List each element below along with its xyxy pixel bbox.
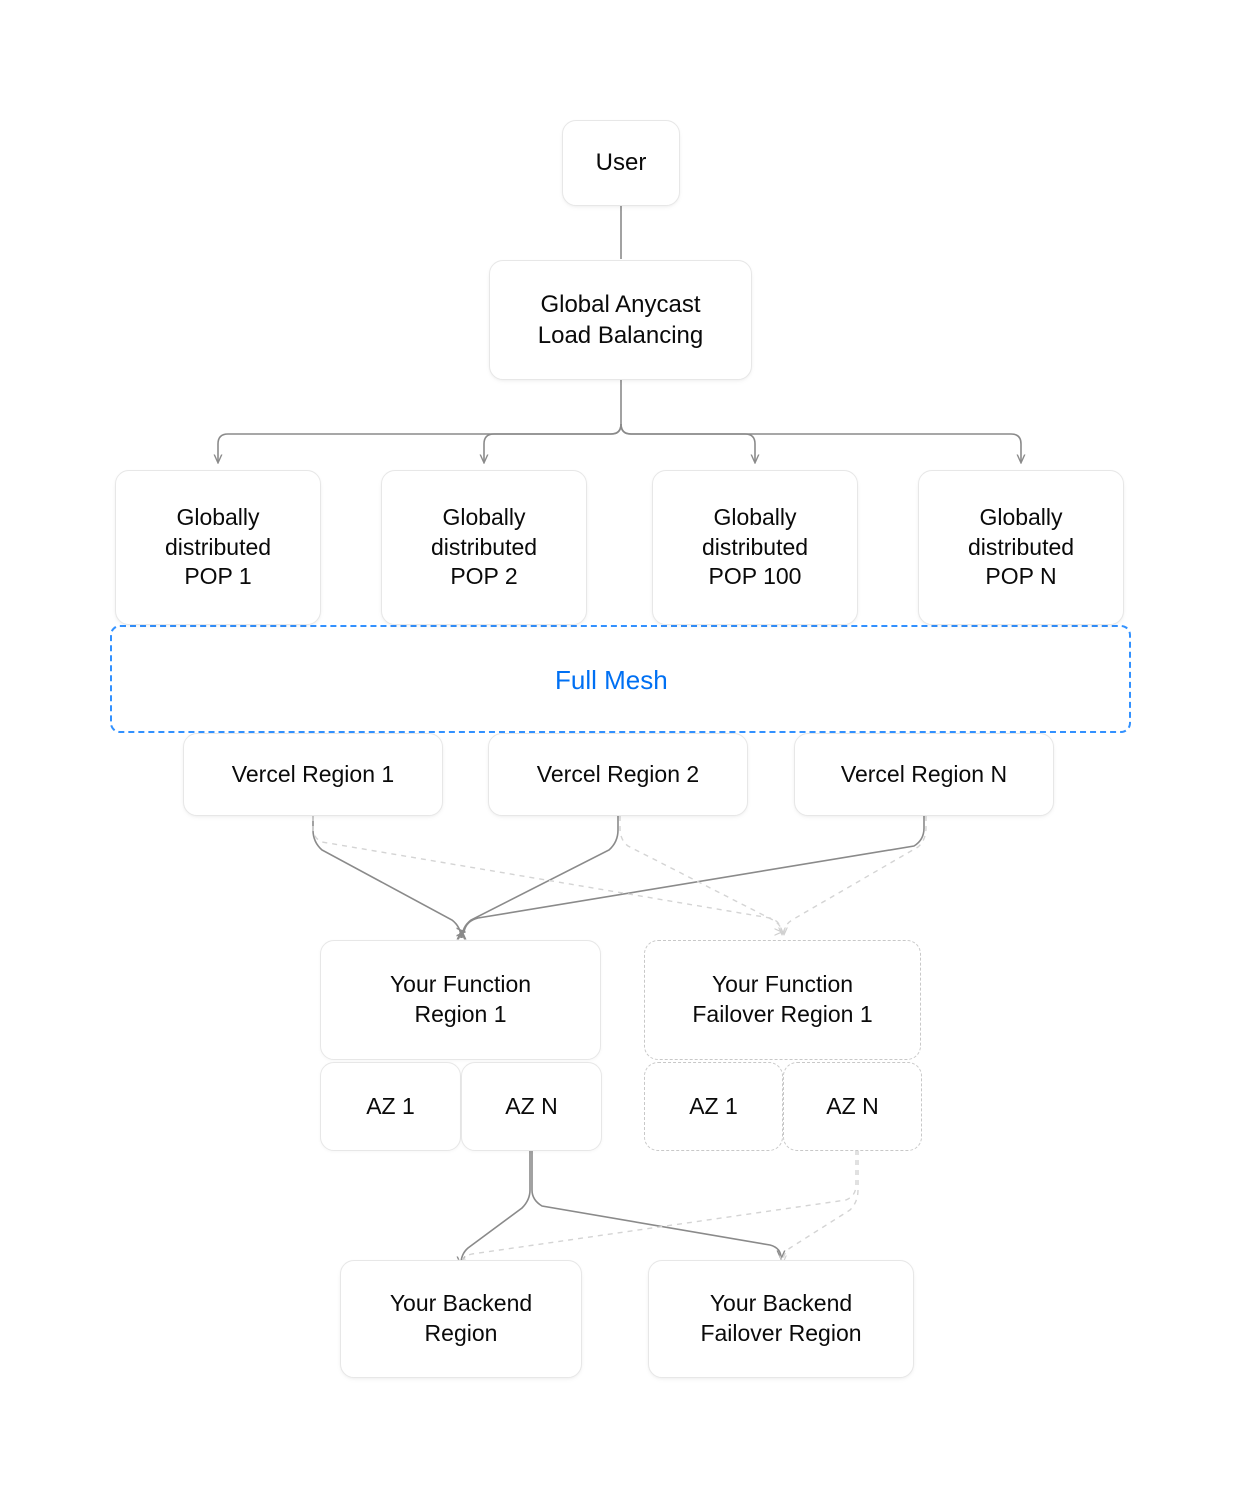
node-vercel-region-1-label: Vercel Region 1 [231,760,395,787]
node-your-function-failover-region-1[interactable]: Your Function Failover Region 1 [644,940,921,1060]
node-your-backend-region[interactable]: Your Backend Region [340,1260,582,1378]
edge-vr1-to-fn-failover [312,816,781,932]
node-pop-2-line3: POP 2 [450,563,518,590]
node-user-label: User [595,149,647,177]
node-pop-2-line1: Globally [442,503,526,530]
edge-azn-to-backend-failover [531,1150,781,1258]
node-function-failover-region-1-az-n-label: AZ N [826,1092,879,1119]
node-user[interactable]: User [562,120,680,206]
node-function-failover-region-1-line1: Your Function [711,971,854,998]
node-pop-1[interactable]: Globally distributed POP 1 [115,470,321,625]
node-vercel-region-1[interactable]: Vercel Region 1 [183,733,443,816]
node-function-region-1-az-1[interactable]: AZ 1 [320,1062,461,1151]
node-pop-n-line3: POP N [985,563,1057,590]
node-function-failover-region-1-line2: Failover Region 1 [692,1001,873,1027]
node-pop-n[interactable]: Globally distributed POP N [918,470,1124,625]
edge-vr2-to-fn1 [462,816,619,938]
node-pop-1-line1: Globally [176,503,260,530]
node-function-region-1-line1: Your Function [389,971,532,998]
node-vercel-region-2[interactable]: Vercel Region 2 [488,733,748,816]
node-pop-100-line2: distributed [701,533,809,560]
node-backend-failover-region-line2: Failover Region [700,1320,862,1346]
node-your-backend-failover-region[interactable]: Your Backend Failover Region [648,1260,914,1378]
edge-vr2-to-fn-failover [619,816,782,934]
edge-lb-to-popN [620,423,1021,462]
node-pop-1-line2: distributed [164,533,272,560]
edge-azn-to-backend [461,1150,531,1264]
node-your-function-region-1[interactable]: Your Function Region 1 [320,940,601,1060]
node-function-failover-region-1-az-1[interactable]: AZ 1 [644,1062,783,1151]
edge-vrN-to-fn1 [464,816,925,932]
node-pop-1-line3: POP 1 [184,563,252,590]
function-failover-region-1-az-group: AZ 1 AZ N [644,1062,922,1151]
node-pop-2-line2: distributed [430,533,538,560]
node-function-failover-region-1-az-n[interactable]: AZ N [783,1062,922,1151]
node-function-region-1-az-n-label: AZ N [505,1092,558,1119]
node-pop-100[interactable]: Globally distributed POP 100 [652,470,858,625]
edge-failover-azn-to-backend [462,1150,857,1266]
node-vercel-region-n[interactable]: Vercel Region N [794,733,1054,816]
node-function-region-1-az-1-label: AZ 1 [366,1092,415,1119]
edge-lb-to-pop100 [620,423,755,462]
node-backend-failover-region-line1: Your Backend [709,1290,853,1317]
node-function-region-1-az-n[interactable]: AZ N [461,1062,602,1151]
node-function-failover-region-1-az-1-label: AZ 1 [689,1092,738,1119]
edge-vrN-to-fn-failover [784,816,927,934]
node-lb-label-line1: Global Anycast [540,290,701,318]
node-pop-n-line1: Globally [979,503,1063,530]
edge-vr1-to-fn1 [312,816,461,938]
node-backend-region-line1: Your Backend [389,1290,533,1317]
node-vercel-region-n-label: Vercel Region N [840,760,1008,787]
edge-failover-azn-to-backend-failover [783,1150,859,1262]
node-function-region-1-line2: Region 1 [414,1001,507,1027]
node-global-anycast-load-balancing[interactable]: Global Anycast Load Balancing [489,260,752,380]
node-pop-n-line2: distributed [967,533,1075,560]
full-mesh-label: Full Mesh [555,665,668,695]
node-vercel-region-2-label: Vercel Region 2 [536,760,700,787]
node-backend-region-line2: Region [424,1320,498,1346]
node-pop-100-line3: POP 100 [708,563,802,590]
edge-lb-to-pop2 [484,423,622,462]
edge-lb-to-pop1 [218,423,622,462]
node-lb-label-line2: Load Balancing [537,322,704,349]
function-region-1-az-group: AZ 1 AZ N [320,1062,602,1151]
node-pop-100-line1: Globally [713,503,797,530]
full-mesh-container [110,625,1131,733]
node-pop-2[interactable]: Globally distributed POP 2 [381,470,587,625]
